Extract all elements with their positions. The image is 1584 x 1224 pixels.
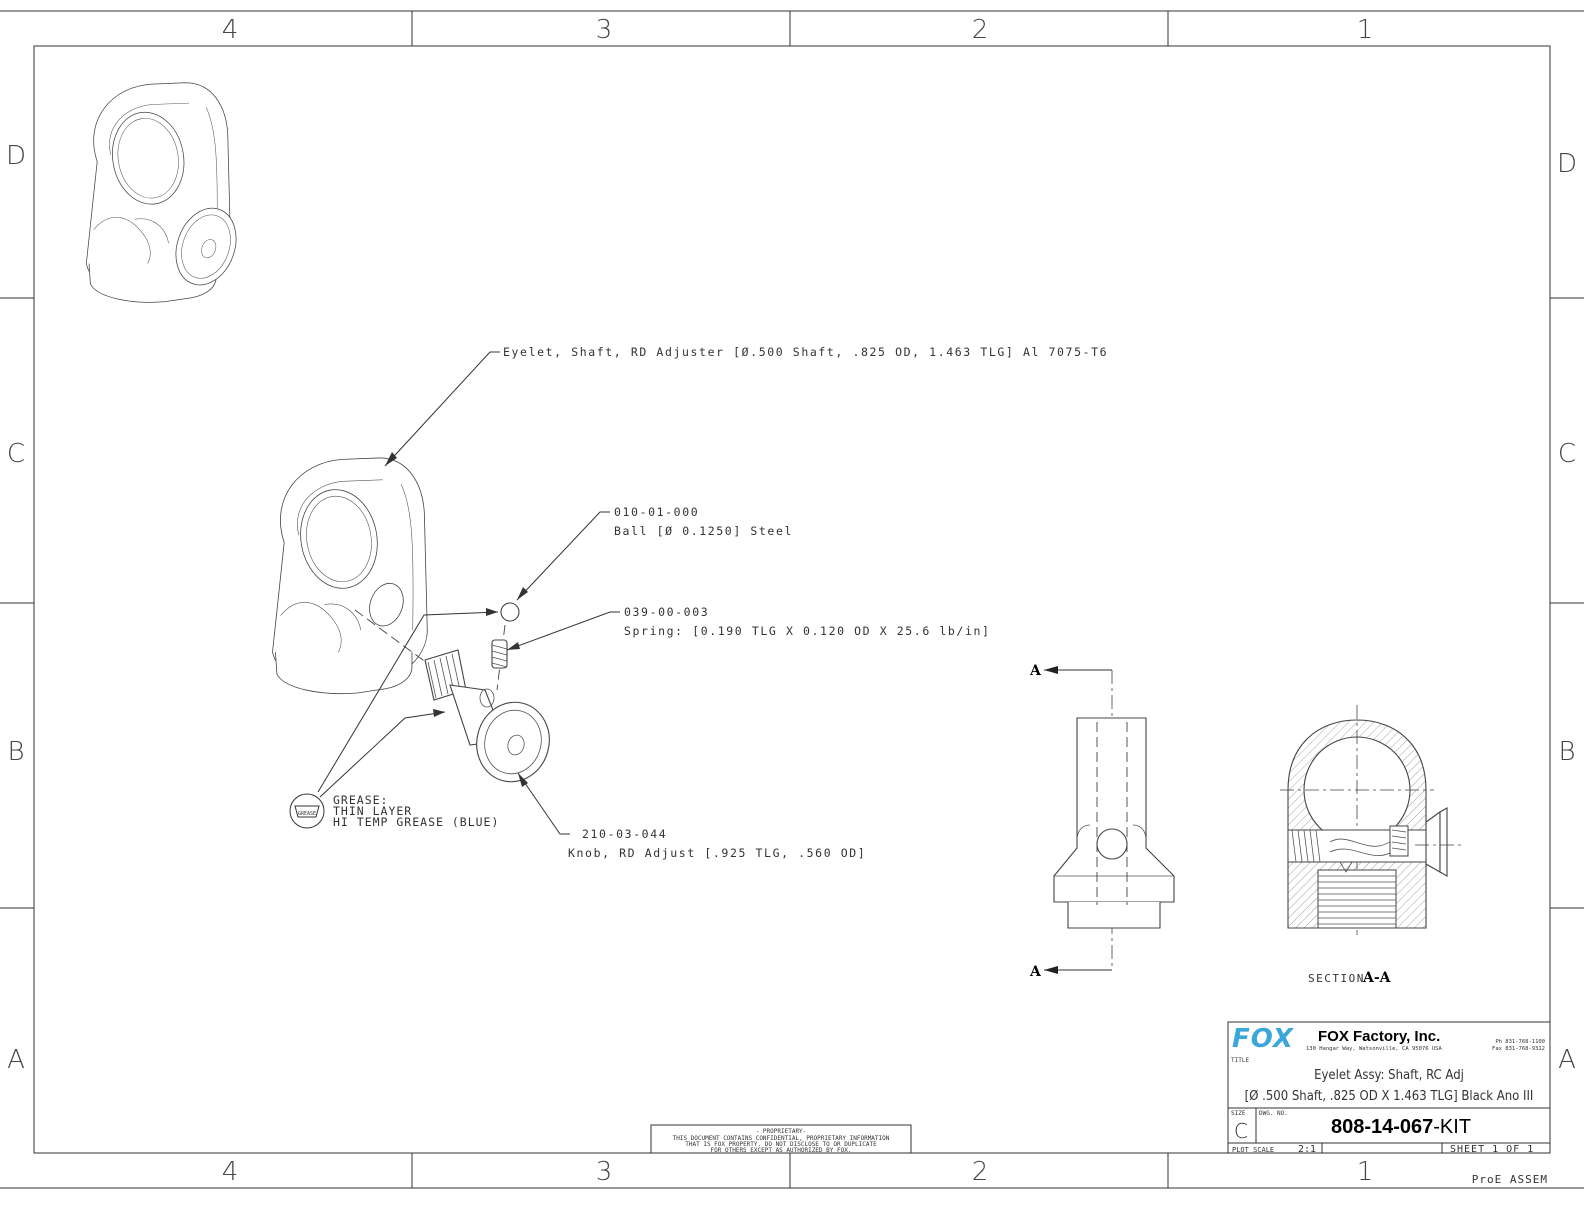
callout-ball-desc: Ball [Ø 0.1250] Steel: [614, 524, 793, 538]
zone-col-4-bottom: 4: [222, 1157, 239, 1187]
callout-spring-part: 039-00-003: [624, 605, 709, 619]
leader-lines: [317, 351, 620, 835]
section-marker-top: A: [1029, 663, 1042, 679]
callout-eyelet: Eyelet, Shaft, RD Adjuster [Ø.500 Shaft,…: [503, 345, 1108, 359]
section-label-id: A-A: [1362, 970, 1392, 986]
company-fax: Fax 831-768-9312: [1492, 1046, 1545, 1052]
plot-scale-label: PLOT SCALE: [1232, 1146, 1274, 1154]
callout-ball-part: 010-01-000: [614, 505, 699, 519]
dwg-no-label: DWG. NO.: [1259, 1110, 1288, 1117]
title-label: TITLE: [1231, 1057, 1249, 1064]
dwg-number: 808-14-067-KIT: [1331, 1116, 1471, 1138]
section-marker-bottom: A: [1029, 964, 1042, 980]
exploded-knob: [354, 609, 550, 783]
company-address: 130 Hangar Way, Watsonville, CA 95076 US…: [1306, 1046, 1442, 1052]
fox-logo: FOX: [1232, 1024, 1295, 1054]
grease-note-line1: GREASE:: [333, 793, 388, 807]
iso-view-assembled: [85, 82, 237, 303]
plot-scale-value: 2:1: [1298, 1144, 1316, 1155]
zone-row-c-right: C: [1558, 439, 1576, 469]
proprietary-line4: FOR OTHERS EXCEPT AS AUTHORIZED BY FOX.: [711, 1147, 852, 1154]
zone-row-a-left: A: [7, 1045, 25, 1075]
zone-col-4-top: 4: [222, 15, 239, 45]
zone-row-c-left: C: [7, 439, 25, 469]
callout-knob-part: 210-03-044: [582, 827, 667, 841]
zone-col-2-bottom: 2: [972, 1157, 989, 1187]
zone-col-2-top: 2: [972, 15, 989, 45]
dwg-number-suffix: -KIT: [1433, 1116, 1471, 1138]
grease-symbol-text: GREASE: [298, 811, 316, 817]
zone-row-a-right: A: [1558, 1045, 1576, 1075]
zone-row-b-right: B: [1558, 737, 1575, 767]
proprietary-notice: - PROPRIETARY- THIS DOCUMENT CONTAINS CO…: [650, 1124, 912, 1154]
company-name: FOX Factory, Inc.: [1318, 1028, 1440, 1045]
size-value: C: [1234, 1119, 1248, 1143]
zone-row-d-left: D: [6, 141, 26, 171]
zone-row-b-left: B: [7, 737, 24, 767]
grease-note-line2: THIN LAYER: [333, 804, 412, 818]
exploded-eyelet: [272, 457, 428, 694]
callout-knob-desc: Knob, RD Adjust [.925 TLG, .560 OD]: [568, 846, 866, 860]
dwg-number-main: 808-14-067: [1331, 1116, 1433, 1138]
zone-labels: 4 3 2 1 4 3 2 1 D C B A D C B A: [6, 15, 1577, 1187]
zone-row-d-right: D: [1557, 149, 1577, 179]
size-label: SIZE: [1231, 1110, 1246, 1117]
section-a-a-view: [1280, 705, 1462, 935]
exploded-ball-spring: [491, 602, 520, 691]
zone-col-3-bottom: 3: [596, 1157, 613, 1187]
drawing-title-line1: Eyelet Assy: Shaft, RC Adj: [1314, 1068, 1464, 1083]
title-block: FOX FOX Factory, Inc. 130 Hangar Way, Wa…: [1227, 1021, 1551, 1155]
zone-col-1-bottom: 1: [1357, 1157, 1374, 1187]
section-label-prefix: SECTION: [1308, 972, 1365, 985]
grease-symbol-icon: GREASE: [289, 793, 325, 829]
zone-col-1-top: 1: [1357, 15, 1374, 45]
proprietary-line2: THIS DOCUMENT CONTAINS CONFIDENTIAL, PRO…: [673, 1135, 890, 1142]
zone-col-3-top: 3: [596, 15, 613, 45]
grease-note-line3: HI TEMP GREASE (BLUE): [333, 815, 499, 829]
callout-spring-desc: Spring: [0.190 TLG X 0.120 OD X 25.6 lb/…: [624, 624, 991, 638]
drawing-title-line2: [Ø .500 Shaft, .825 OD X 1.463 TLG] Blac…: [1245, 1089, 1534, 1104]
proprietary-line1: - PROPRIETARY-: [756, 1128, 807, 1135]
company-phone: Ph 831-768-1100: [1495, 1039, 1545, 1045]
sheet-number: SHEET 1 OF 1: [1450, 1144, 1534, 1155]
side-view: [1044, 666, 1175, 974]
footer-note: ProE ASSEM: [1472, 1173, 1548, 1186]
border-frame: [0, 10, 1584, 1189]
proprietary-line3: THAT IS FOX PROPERTY. DO NOT DISCLOSE TO…: [685, 1141, 877, 1148]
